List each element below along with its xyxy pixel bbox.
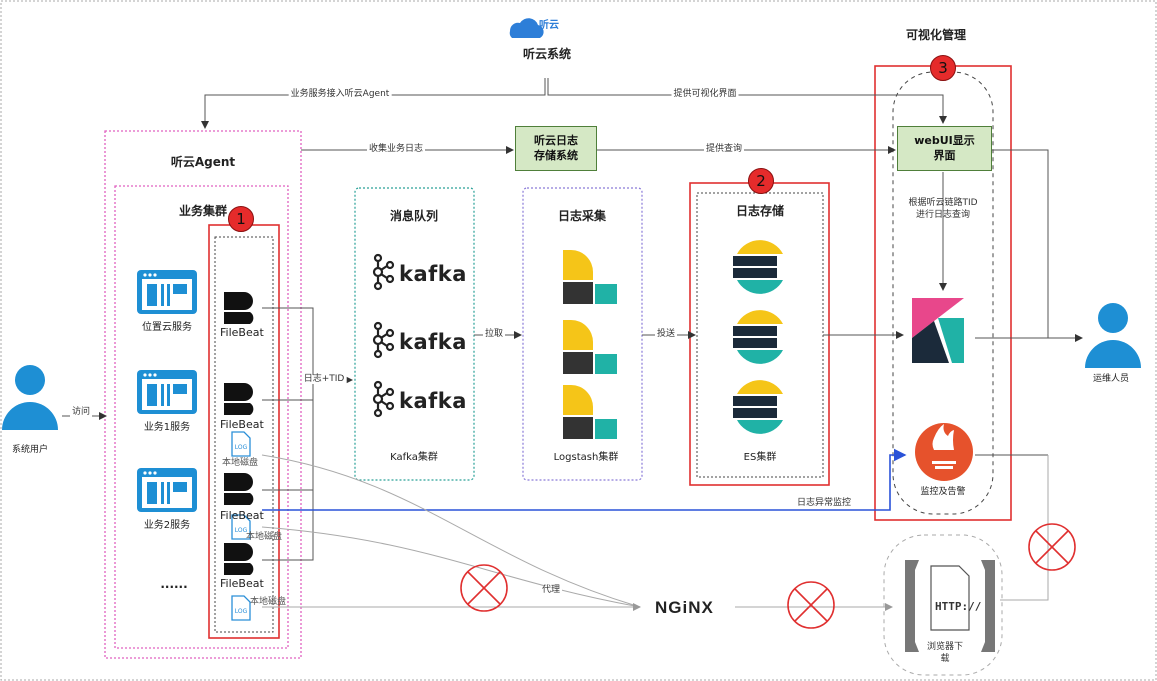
system-user-icon — [2, 365, 58, 430]
edge-label-deliver: 投送 — [654, 329, 678, 339]
browser-download-icon — [905, 560, 995, 652]
elasticsearch-icon — [733, 310, 787, 364]
edge-label-proxy: 代理 — [540, 585, 563, 595]
ops-user-icon — [1085, 303, 1141, 368]
logstash-icon — [563, 250, 617, 304]
system-user-label: 系统用户 — [11, 445, 49, 455]
local-disk-label: 本地磁盘 — [246, 532, 283, 542]
edge-label-log-monitor: 日志异常监控 — [794, 498, 854, 508]
svg-text:LOG: LOG — [235, 608, 248, 615]
edge-label-log-tid: 日志+TID — [301, 374, 347, 384]
marker-1: 1 — [228, 206, 254, 232]
service-app-icon — [137, 468, 197, 512]
kibana-icon — [912, 298, 964, 363]
service-app-icon — [137, 270, 197, 314]
marker-2: 2 — [748, 168, 774, 194]
kafka-icon — [372, 321, 395, 359]
business-cluster-title: 业务集群 — [178, 204, 228, 218]
filebeat-label: FileBeat — [220, 509, 264, 522]
queue-title: 消息队列 — [389, 209, 439, 223]
webui-box: webUI显示 界面 — [897, 126, 992, 171]
filebeat-inner-box — [214, 236, 274, 633]
local-disk-label: 本地磁盘 — [250, 597, 287, 607]
log-file-icon: LOG — [231, 514, 251, 540]
service-label: 业务2服务 — [143, 520, 191, 531]
elasticsearch-icon — [733, 380, 787, 434]
service-app-icon — [137, 370, 197, 414]
browser-http-text: HTTP:// — [935, 600, 982, 613]
tingyun-log-store-box: 听云日志 存储系统 — [515, 126, 597, 171]
collect-cluster-label: Logstash集群 — [553, 452, 619, 463]
edge-label-provide-ui: 提供可视化界面 — [671, 89, 739, 99]
blocked-x-1 — [460, 564, 508, 612]
kafka-wordmark: kafka — [399, 330, 467, 354]
filebeat-label: FileBeat — [220, 577, 264, 590]
tingyun-logo-text: 听云 — [539, 20, 559, 31]
svg-text:LOG: LOG — [235, 444, 248, 451]
edge-label-pull: 拉取 — [482, 329, 506, 339]
filebeat-label: FileBeat — [220, 418, 264, 431]
nginx-logo: NGiNX — [655, 598, 714, 617]
tingyun-cloud-icon — [509, 18, 544, 38]
queue-cluster-label: Kafka集群 — [390, 452, 438, 463]
prometheus-icon — [915, 423, 973, 481]
ops-user-label: 运维人员 — [1092, 374, 1130, 384]
logstash-icon — [563, 385, 617, 439]
logstash-icon — [563, 320, 617, 374]
edge-proxy-1 — [261, 454, 641, 608]
edge-log-monitor — [262, 448, 907, 511]
kafka-icon — [372, 253, 395, 291]
edge-browser-ops — [1000, 455, 1049, 601]
blocked-x-2 — [787, 581, 835, 629]
edge-label-access: 访问 — [70, 407, 93, 417]
edge-label-collect-logs: 收集业务日志 — [366, 144, 426, 154]
service-more: ...... — [160, 577, 188, 591]
edge-filebeat-bundle — [262, 307, 314, 561]
monitor-label: 监控及告警 — [920, 487, 966, 497]
kafka-icon — [372, 380, 395, 418]
service-label: 业务1服务 — [143, 422, 191, 433]
collect-title: 日志采集 — [557, 209, 607, 223]
log-file-icon: LOG — [231, 431, 251, 457]
filebeat-icon — [224, 543, 254, 575]
service-label: 位置云服务 — [142, 322, 192, 333]
edge-proxy-2 — [261, 526, 641, 608]
svg-text:LOG: LOG — [235, 527, 248, 534]
agent-region — [104, 130, 302, 659]
storage-cluster-label: ES集群 — [743, 452, 777, 463]
edge-webui-right — [992, 149, 1049, 338]
visual-management-title: 可视化管理 — [905, 28, 967, 42]
filebeat-icon — [224, 292, 254, 324]
filebeat-icon — [224, 383, 254, 415]
edge-agent-access — [201, 78, 546, 129]
edge-label-agent-access: 业务服务接入听云Agent — [288, 89, 392, 99]
kafka-wordmark: kafka — [399, 262, 467, 286]
kafka-wordmark: kafka — [399, 389, 467, 413]
elasticsearch-icon — [733, 240, 787, 294]
marker-3: 3 — [930, 55, 956, 81]
blocked-x-3 — [1028, 523, 1076, 571]
tingyun-system-label: 听云系统 — [522, 47, 572, 61]
filebeat-label: FileBeat — [220, 326, 264, 339]
business-cluster-region — [114, 185, 289, 649]
edge-label-provide-query: 提供查询 — [703, 144, 745, 154]
local-disk-label: 本地磁盘 — [222, 458, 259, 468]
filebeat-icon — [224, 473, 254, 505]
agent-title: 听云Agent — [170, 155, 236, 169]
storage-title: 日志存储 — [735, 204, 785, 218]
edge-provide-ui — [547, 78, 947, 124]
browser-region — [883, 534, 1003, 676]
browser-download-label: 浏览器下 载 — [926, 642, 964, 664]
log-file-icon: LOG — [231, 595, 251, 621]
query-note: 根据听云链路TID 进行日志查询 — [908, 198, 978, 220]
